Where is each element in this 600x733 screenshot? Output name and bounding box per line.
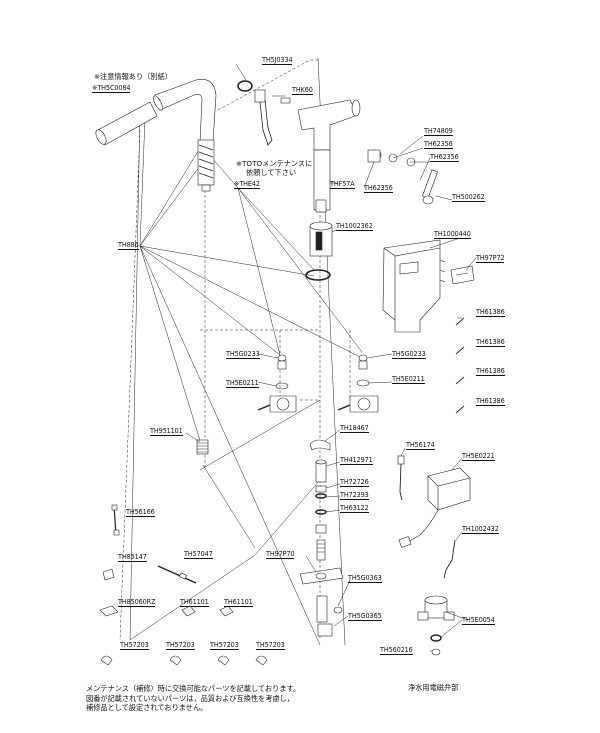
label-thk60: THK60 — [292, 85, 313, 95]
label-th500262: TH500262 — [452, 192, 485, 202]
label-th5c0084: ※TH5C0084 — [92, 83, 131, 93]
label-th74809: TH74809 — [424, 126, 453, 136]
nut-th85147 — [102, 568, 115, 581]
label-th62356-b: TH62356 — [430, 152, 459, 162]
label-th5g0233-left: TH5G0233 — [226, 349, 260, 359]
wire-th56166 — [111, 504, 120, 536]
label-th5g0233-right: TH5G0233 — [392, 349, 426, 359]
label-th57203-b: TH57203 — [166, 640, 195, 650]
label-th5g0363: TH5G0363 — [348, 573, 382, 583]
label-th886: TH886 — [118, 240, 139, 250]
plate-th97p72 — [450, 265, 475, 285]
spout-assembly — [95, 79, 217, 192]
th886-leader-lines — [139, 117, 363, 646]
clips-th57203 — [100, 655, 268, 666]
label-th5g0365: TH5G0365 — [348, 611, 382, 621]
footer-line-1: メンテナンス（補修）時に交換可能なパーツを記載しております。 — [86, 684, 301, 693]
label-th951101: TH951101 — [150, 426, 183, 436]
housing-box-th1000440 — [382, 239, 446, 333]
sleeve-th1002362 — [309, 221, 333, 257]
label-th5j0334: TH5J0334 — [262, 55, 293, 65]
footer-line-3: 補修品として設定されておりません。 — [86, 703, 208, 712]
stop-valve-right — [337, 354, 379, 413]
wire-th56174 — [397, 455, 405, 501]
label-th1002362: TH1002362 — [336, 221, 373, 231]
label-thf57a: THF57A — [330, 179, 355, 189]
assembly-guide-lines — [119, 59, 351, 641]
cartridge-cluster — [367, 149, 438, 205]
footer-note: メンテナンス（補修）時に交換可能なパーツを記載しております。 図番が記載されてい… — [86, 684, 300, 713]
label-th61386-d: TH61386 — [476, 396, 505, 406]
center-stack-parts — [315, 459, 327, 561]
label-th61386-a: TH61386 — [476, 307, 505, 317]
section-caption: 浄水用電磁弁部 — [408, 683, 459, 692]
rod-th57047 — [157, 565, 197, 584]
label-th56174: TH56174 — [406, 440, 435, 450]
label-th412971: TH412971 — [340, 455, 373, 465]
label-th61101-a: TH61101 — [180, 597, 209, 607]
label-th57203-d: TH57203 — [256, 640, 285, 650]
label-th5e0221: TH5E0221 — [462, 451, 495, 461]
label-th1002432: TH1002432 — [462, 524, 499, 534]
solenoid-valve-th5e0054 — [417, 595, 455, 656]
label-the42: ※THE42 — [234, 179, 260, 189]
bracket-th97p70 — [299, 567, 344, 585]
label-th56166: TH56166 — [126, 507, 155, 517]
label-th97p72: TH97P72 — [476, 253, 505, 263]
screws-th61386 — [455, 317, 465, 414]
lower-connectors — [316, 595, 343, 637]
label-th5e0211-left: TH5E0211 — [226, 378, 259, 388]
cable-th1002432 — [443, 539, 456, 579]
label-th1000440: TH1000440 — [434, 229, 471, 239]
label-th85060rz: TH85060RZ — [118, 597, 156, 607]
label-th18467: TH18467 — [340, 423, 369, 433]
label-th57047: TH57047 — [184, 549, 213, 559]
label-th62356-a: TH62356 — [424, 139, 453, 149]
key-th85060rz — [99, 605, 119, 617]
toto-maintenance-note-line1: ※TOTOメンテナンスに — [236, 159, 313, 168]
transformer-th5e0221 — [398, 467, 471, 548]
strainer-th951101 — [196, 439, 209, 455]
label-th85147: TH85147 — [118, 552, 147, 562]
valve-body — [297, 99, 361, 213]
label-th57203-a: TH57203 — [120, 640, 149, 650]
label-th61101-b: TH61101 — [224, 597, 253, 607]
label-th97p70: TH97P70 — [266, 549, 295, 559]
o-ring-main — [305, 269, 331, 281]
screws-th61101 — [181, 605, 234, 617]
label-th72393: TH72393 — [340, 490, 369, 500]
label-th560216: TH560216 — [380, 645, 413, 655]
toto-maintenance-note-line2: 依頼して下さい — [246, 168, 297, 177]
footer-line-2: 図番が記載されていないパーツは，品質および互換性を考慮し， — [86, 693, 295, 703]
attention-note: ※注意情報あり（別紙） — [94, 72, 172, 81]
thk60-part — [280, 97, 291, 104]
label-th61386-b: TH61386 — [476, 337, 505, 347]
misc-leaders — [185, 63, 477, 653]
label-th5e0211-right: TH5E0211 — [392, 374, 425, 384]
clip-th18467 — [309, 439, 331, 451]
label-th57203-c: TH57203 — [210, 640, 239, 650]
label-th63122: TH63122 — [340, 503, 369, 513]
label-th5e0054: TH5E0054 — [462, 615, 495, 625]
wire-clip-part — [254, 89, 273, 146]
stop-valve-left — [257, 354, 297, 413]
label-th72726: TH72726 — [340, 477, 369, 487]
o-ring-th5j0334 — [237, 80, 253, 92]
label-th62356-c: TH62356 — [364, 183, 393, 193]
label-th61386-c: TH61386 — [476, 366, 505, 376]
